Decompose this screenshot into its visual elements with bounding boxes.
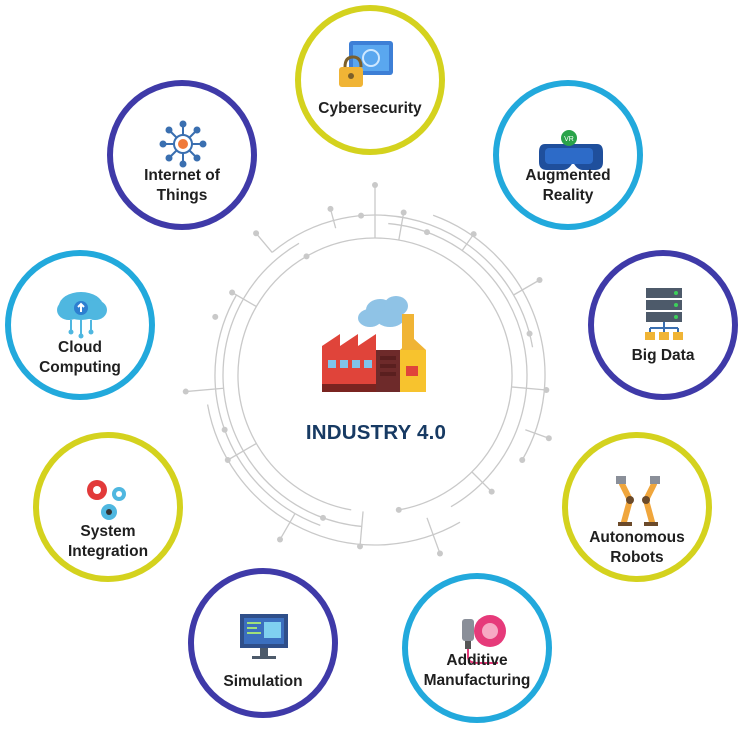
node-internet-of-things: Internet of Things — [107, 80, 257, 230]
node-label-line: Things — [156, 187, 208, 204]
node-label-line: Big Data — [631, 347, 695, 364]
3d-printer-icon — [462, 615, 506, 664]
lock-screen-icon — [339, 41, 393, 87]
node-label: Cybersecurity — [307, 99, 433, 119]
node-label: Internet of Things — [119, 166, 245, 206]
robot-arm-icon — [616, 476, 660, 526]
node-label-line: Integration — [67, 543, 149, 560]
node-label: Big Data — [600, 346, 726, 366]
node-label-line: Robots — [610, 549, 664, 566]
node-label-line: Additive — [446, 652, 508, 669]
node-label-line: Manufacturing — [423, 672, 531, 689]
factory-icon — [322, 296, 426, 392]
gears-icon — [87, 480, 126, 520]
node-label-line: Reality — [542, 187, 594, 204]
vr-headset-icon: VR — [539, 130, 603, 170]
node-label-line: Simulation — [223, 673, 303, 690]
node-label-line: System — [80, 523, 136, 540]
node-label-line: Computing — [39, 359, 121, 376]
node-label-line: Augmented — [525, 167, 611, 184]
diagram-title: INDUSTRY 4.0 — [305, 421, 447, 444]
node-label-line: Internet of — [144, 167, 220, 184]
server-icon — [645, 288, 683, 340]
node-label-line: Cloud — [58, 339, 102, 356]
iot-network-icon — [159, 120, 207, 168]
node-big-data: Big Data — [588, 250, 738, 400]
node-simulation: Simulation — [188, 568, 338, 718]
node-cybersecurity: Cybersecurity — [295, 5, 445, 155]
svg-text:VR: VR — [564, 136, 574, 143]
cloud-upload-icon — [57, 292, 107, 339]
node-label: Simulation — [200, 672, 326, 692]
monitor-icon — [240, 614, 288, 659]
node-label-line: Autonomous — [589, 529, 685, 546]
node-label-line: Cybersecurity — [318, 100, 422, 117]
